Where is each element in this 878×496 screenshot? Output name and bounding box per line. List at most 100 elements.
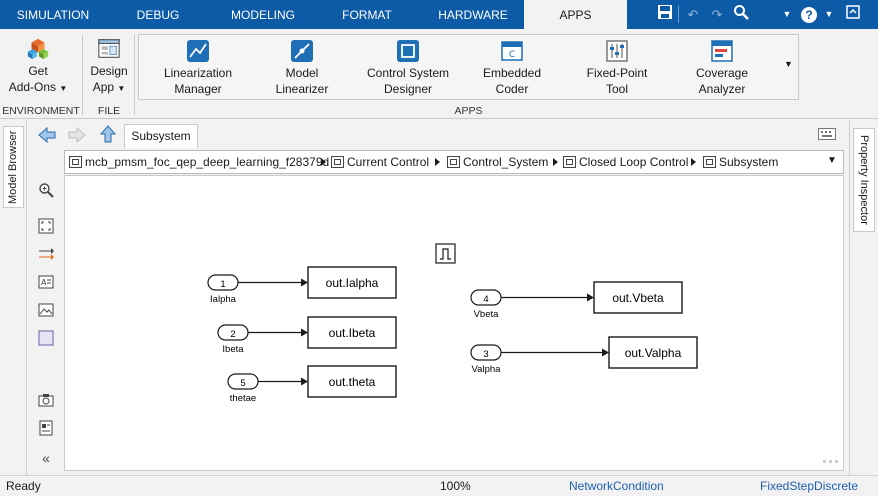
report-icon[interactable] bbox=[38, 420, 54, 436]
breadcrumb-item-closed-loop-control[interactable]: Closed Loop Control bbox=[563, 154, 688, 170]
breadcrumb-dropdown-icon[interactable]: ▼ bbox=[827, 155, 837, 166]
inport-label: thetae bbox=[230, 393, 256, 404]
annotation-icon[interactable]: A bbox=[38, 274, 54, 290]
keyboard-icon[interactable] bbox=[818, 128, 836, 143]
addons-icon bbox=[27, 38, 49, 60]
goto-block-out-valpha[interactable]: out.Valpha bbox=[608, 336, 698, 369]
up-arrow-icon[interactable] bbox=[99, 125, 117, 146]
apps-gallery-expand-icon[interactable]: ▼ bbox=[784, 59, 793, 69]
collapse-palette-icon[interactable]: « bbox=[42, 450, 50, 466]
breadcrumb-item-subsystem[interactable]: Subsystem bbox=[703, 154, 778, 170]
toolstrip-ribbon: Get Add-Ons ▼ ENVIRONMENT Design App ▼ F… bbox=[0, 29, 878, 119]
back-arrow-icon[interactable] bbox=[38, 126, 56, 146]
environment-section-label: ENVIRONMENT bbox=[2, 105, 80, 117]
search-icon[interactable] bbox=[730, 4, 752, 25]
fit-to-view-icon[interactable] bbox=[38, 218, 54, 234]
goto-label: out.Ibeta bbox=[329, 326, 376, 340]
left-side-strip: Model Browser bbox=[0, 120, 27, 475]
redo-icon[interactable]: ↷ bbox=[711, 7, 723, 22]
inport-label: Ialpha bbox=[210, 294, 237, 305]
tab-simulation[interactable]: SIMULATION bbox=[16, 8, 90, 22]
solver-link[interactable]: FixedStepDiscrete bbox=[760, 479, 859, 493]
inport-number: 1 bbox=[220, 279, 225, 290]
goto-block-out-ialpha[interactable]: out.Ialpha bbox=[307, 266, 397, 299]
resize-grip-icon[interactable] bbox=[823, 460, 838, 463]
tab-format[interactable]: FORMAT bbox=[342, 8, 392, 22]
coverage-analyzer-icon bbox=[711, 40, 733, 62]
breadcrumb-separator-icon bbox=[435, 158, 440, 166]
breadcrumb-item-current-control[interactable]: Current Control bbox=[331, 154, 429, 170]
tab-hardware[interactable]: HARDWARE bbox=[438, 8, 508, 22]
tab-modeling[interactable]: MODELING bbox=[230, 8, 295, 22]
inport-4-block[interactable]: 4 Vbeta bbox=[470, 289, 502, 320]
inport-label: Valpha bbox=[472, 364, 502, 375]
breadcrumb-separator-icon bbox=[691, 158, 696, 166]
goto-label: out.Vbeta bbox=[612, 291, 664, 305]
camera-icon[interactable] bbox=[38, 392, 54, 408]
model-icon bbox=[69, 156, 82, 168]
goto-block-out-theta[interactable]: out.theta bbox=[307, 365, 397, 398]
help-icon[interactable]: ? bbox=[798, 4, 820, 25]
inport-number: 5 bbox=[240, 378, 245, 389]
inport-2-block[interactable]: 2 Ibeta bbox=[217, 324, 249, 355]
inport-1-block[interactable]: 1 Ialpha bbox=[207, 274, 239, 305]
inport-label: Vbeta bbox=[474, 309, 500, 320]
search-dropdown-icon[interactable]: ▼ bbox=[782, 9, 792, 19]
tab-apps[interactable]: APPS bbox=[524, 0, 627, 30]
help-dropdown-icon[interactable]: ▼ bbox=[824, 9, 834, 19]
model-canvas[interactable]: 1 Ialpha out.Ialpha 2 Ibeta out.Ibeta 5 … bbox=[64, 175, 844, 471]
inport-5-block[interactable]: 5 thetae bbox=[227, 373, 259, 404]
image-icon[interactable] bbox=[38, 302, 54, 318]
get-addons-button[interactable]: Get Add-Ons ▼ bbox=[4, 37, 72, 97]
tab-debug[interactable]: DEBUG bbox=[136, 8, 180, 22]
zoom-icon[interactable] bbox=[38, 182, 54, 198]
subsystem-icon bbox=[703, 156, 716, 168]
network-condition-link[interactable]: NetworkCondition bbox=[569, 479, 664, 493]
subsystem-icon bbox=[331, 156, 344, 168]
signal-arrows-icon[interactable] bbox=[38, 246, 54, 262]
goto-block-out-ibeta[interactable]: out.Ibeta bbox=[307, 316, 397, 349]
undo-icon[interactable]: ↶ bbox=[687, 7, 699, 22]
status-ready: Ready bbox=[6, 479, 41, 493]
expand-toolstrip-icon[interactable] bbox=[842, 4, 864, 25]
inport-number: 4 bbox=[483, 294, 488, 305]
dropdown-arrow-icon: ▼ bbox=[117, 84, 126, 93]
linearization-manager-icon bbox=[187, 40, 209, 62]
signal-arrowhead-icon bbox=[301, 377, 308, 386]
model-linearizer-icon bbox=[291, 40, 313, 62]
subsystem-icon bbox=[563, 156, 576, 168]
breadcrumb-item-model[interactable]: mcb_pmsm_foc_qep_deep_learning_f28379d bbox=[69, 154, 329, 170]
right-side-strip: Property Inspector bbox=[849, 120, 878, 475]
inport-3-block[interactable]: 3 Valpha bbox=[470, 344, 502, 375]
goto-label: out.Valpha bbox=[625, 346, 682, 360]
inport-label: Ibeta bbox=[222, 344, 244, 355]
block-diagram: 1 Ialpha out.Ialpha 2 Ibeta out.Ibeta 5 … bbox=[207, 243, 838, 463]
apps-section-label: APPS bbox=[454, 105, 483, 117]
subsystem-icon bbox=[447, 156, 460, 168]
property-inspector-tab[interactable]: Property Inspector bbox=[853, 128, 875, 232]
forward-arrow-icon[interactable] bbox=[68, 126, 86, 146]
svg-text:A: A bbox=[41, 278, 47, 287]
signal-arrowhead-icon bbox=[301, 328, 308, 337]
model-browser-tab[interactable]: Model Browser bbox=[3, 126, 24, 208]
control-system-designer-icon bbox=[397, 40, 419, 62]
fixed-point-tool-icon bbox=[606, 40, 628, 62]
area-icon[interactable] bbox=[38, 330, 54, 346]
status-bar: Ready 100% NetworkCondition FixedStepDis… bbox=[0, 475, 878, 496]
tab-subsystem[interactable]: Subsystem bbox=[124, 124, 198, 148]
save-icon[interactable] bbox=[654, 4, 676, 25]
pulse-block-icon[interactable] bbox=[435, 243, 456, 264]
toolstrip-tab-bar: SIMULATION DEBUG MODELING FORMAT HARDWAR… bbox=[0, 0, 878, 30]
goto-block-out-vbeta[interactable]: out.Vbeta bbox=[593, 281, 683, 314]
breadcrumb-item-control-system[interactable]: Control_System bbox=[447, 154, 548, 170]
goto-label: out.Ialpha bbox=[326, 276, 379, 290]
design-app-button[interactable]: Design App ▼ bbox=[86, 37, 132, 97]
zoom-level[interactable]: 100% bbox=[440, 479, 471, 493]
dropdown-arrow-icon: ▼ bbox=[59, 84, 68, 93]
